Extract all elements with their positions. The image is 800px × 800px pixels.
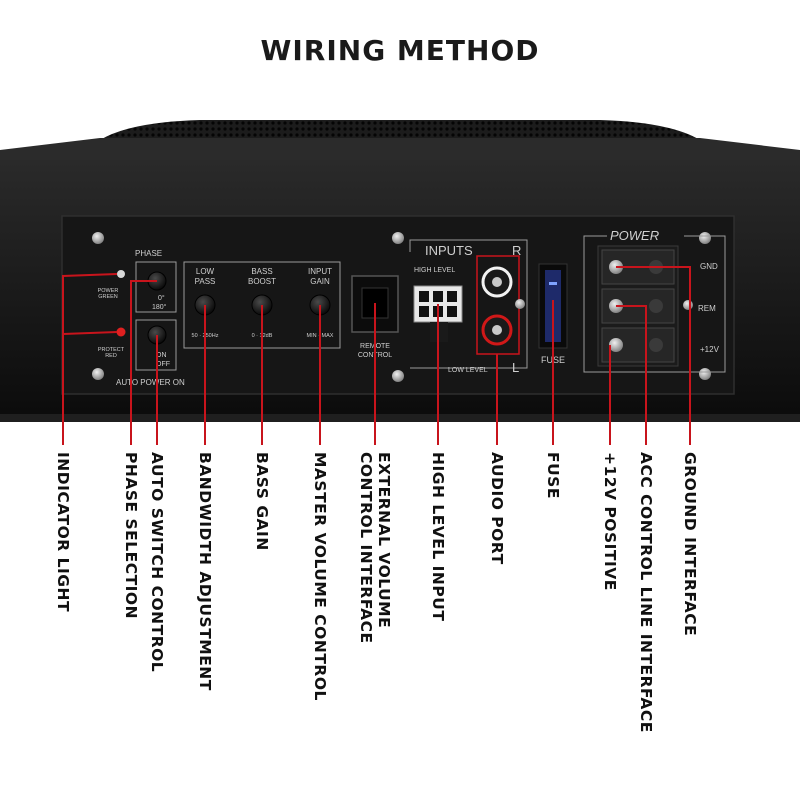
connector-pin [447, 291, 457, 302]
terminal-hole [649, 338, 663, 352]
rem-label: REM [698, 304, 716, 313]
label-bass-gain: BASS GAIN [253, 452, 271, 551]
screw [92, 232, 104, 244]
inputs-frame [409, 239, 528, 369]
phase-switch-frame [135, 261, 177, 313]
connector-pin [447, 306, 457, 317]
high-level-label: HIGH LEVEL [414, 267, 455, 274]
label-plus-12v-positive: +12V POSITIVE [601, 452, 619, 591]
low-level-label: LOW LEVEL [448, 367, 488, 374]
screw [92, 368, 104, 380]
label-master-volume-control: MASTER VOLUME CONTROL [311, 452, 329, 701]
plus12v-label: +12V [700, 345, 720, 354]
label-fuse: FUSE [544, 452, 562, 499]
connector-pin [419, 291, 429, 302]
phase-label: PHASE [135, 249, 162, 258]
leader-ground [616, 266, 691, 445]
screw [699, 368, 711, 380]
power-label: POWER [610, 228, 659, 243]
label-high-level-input: HIGH LEVEL INPUT [429, 452, 447, 622]
inputs-label: INPUTS [425, 243, 473, 258]
terminal-screw [609, 338, 623, 352]
led-protect-red [116, 327, 126, 337]
on-label: ON [156, 352, 167, 359]
leader-lines [62, 266, 691, 445]
auto-power-on-label: AUTO POWER ON [116, 378, 185, 387]
screw [392, 232, 404, 244]
label-audio-port: AUDIO PORT [488, 452, 506, 565]
gnd-label: GND [700, 262, 718, 271]
fuse-highlight [549, 282, 557, 285]
label-ground-interface: GROUND INTERFACE [681, 452, 699, 637]
leader-indicator-light [62, 273, 118, 445]
page-title: WIRING METHOD [260, 34, 540, 67]
power-frame [583, 235, 726, 373]
rca-pin [492, 277, 502, 287]
label-auto-switch-control: AUTO SWITCH CONTROL [148, 452, 166, 673]
phase-180-label: 180° [152, 303, 167, 311]
screw [392, 370, 404, 382]
label-indicator-light: INDICATOR LIGHT [54, 452, 72, 613]
screw [699, 232, 711, 244]
screw [683, 300, 693, 310]
label-bandwidth-adjustment: BANDWIDTH ADJUSTMENT [196, 452, 214, 691]
leader-acc [616, 305, 647, 445]
input-r-label: R [512, 243, 521, 258]
leader-phase-selection [130, 280, 157, 445]
rca-pin [492, 325, 502, 335]
label-acc-control-line-interface: ACC CONTROL LINE INTERFACE [637, 452, 655, 733]
housing-bottom-edge [0, 414, 800, 422]
leader-indicator-branch [62, 331, 118, 335]
screw [515, 299, 525, 309]
phase-0-label: 0° [158, 294, 165, 302]
connector-pin [419, 306, 429, 317]
label-phase-selection: PHASE SELECTION [122, 452, 140, 620]
terminal-hole [649, 299, 663, 313]
connector-pin [433, 291, 443, 302]
led-power-green [117, 270, 125, 278]
input-l-label: L [512, 360, 519, 375]
off-label: OFF [156, 361, 170, 368]
